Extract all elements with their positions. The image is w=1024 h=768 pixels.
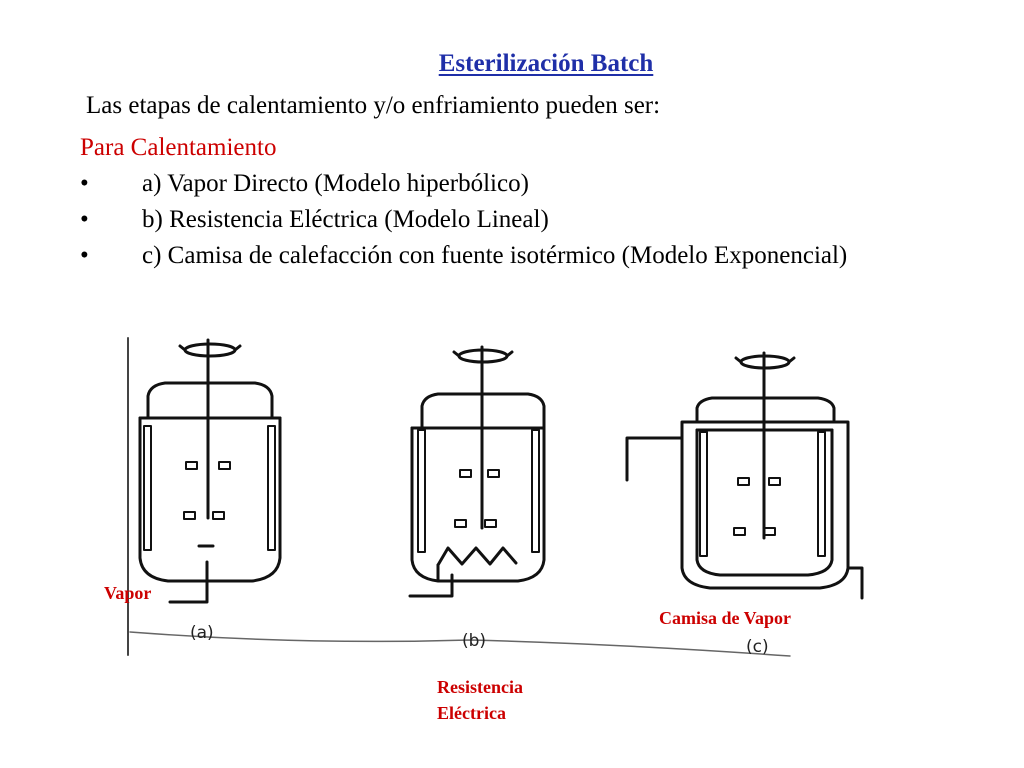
slide-title: Esterilización Batch: [438, 50, 654, 77]
caption-camisa: Camisa de Vapor: [659, 608, 792, 628]
bullet-item-b: • b) Resistencia Eléctrica (Modelo Lineal…: [80, 206, 549, 234]
caption-resistencia-2: Eléctrica: [437, 703, 506, 723]
label-b: (b): [462, 631, 486, 651]
reactor-c-steam-jacket: [625, 351, 864, 600]
reactor-b-electric-resistance: [408, 345, 546, 598]
bullet-marker: •: [80, 242, 89, 269]
label-a: (a): [190, 623, 214, 643]
reactor-a-direct-steam: [127, 337, 282, 656]
bullet-text: b) Resistencia Eléctrica (Modelo Lineal): [142, 206, 549, 233]
bullet-text: c) Camisa de calefacción con fuente isot…: [142, 242, 848, 269]
bullet-marker: •: [80, 170, 89, 197]
slide-subtitle: Las etapas de calentamiento y/o enfriami…: [86, 92, 661, 119]
section-heading: Para Calentamiento: [80, 134, 277, 161]
bullet-item-c: • c) Camisa de calefacción con fuente iso…: [80, 242, 847, 270]
caption-resistencia-1: Resistencia: [437, 677, 523, 697]
bullet-marker: •: [80, 206, 89, 233]
bullet-text: a) Vapor Directo (Modelo hiperbólico): [142, 170, 529, 197]
label-c: (c): [746, 637, 769, 657]
baseline-line: [129, 631, 791, 657]
bullet-item-a: • a) Vapor Directo (Modelo hiperbólico): [80, 170, 529, 198]
caption-vapor: Vapor: [104, 583, 152, 603]
